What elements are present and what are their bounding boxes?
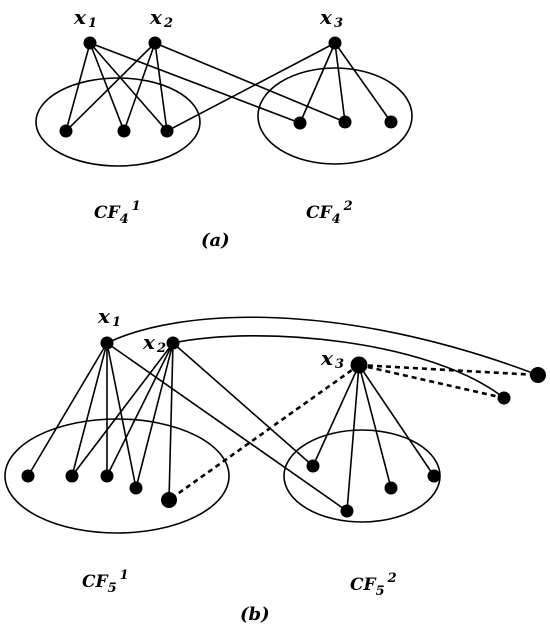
node-b-l3 <box>100 469 114 483</box>
edge-a-x1-l2 <box>89 42 125 132</box>
node-a-x3 <box>328 36 342 50</box>
edge-b-x2-l2 <box>71 342 174 477</box>
node-b-x2 <box>166 336 180 350</box>
node-a-r3 <box>384 115 398 129</box>
edge-a-x1-r1 <box>89 42 301 124</box>
dashed-edge-b-x3-far1 <box>358 363 539 377</box>
node-b-x1 <box>100 336 114 350</box>
edge-b-x3-r3 <box>358 364 392 489</box>
cluster-label-b-right: CF52 <box>350 571 397 599</box>
cluster-a-right <box>257 67 413 165</box>
node-a-r2 <box>338 115 352 129</box>
edge-b-x3-r4 <box>358 364 435 477</box>
edge-a-x2-r2 <box>154 42 346 123</box>
node-b-r4 <box>427 469 441 483</box>
node-b-l2 <box>65 469 79 483</box>
cluster-label-b-left: CF51 <box>82 568 129 596</box>
edge-b-x1-r2 <box>106 342 348 512</box>
cluster-b-right <box>283 429 441 523</box>
node-b-r1 <box>306 459 320 473</box>
node-a-x2 <box>148 36 162 50</box>
edge-b-x2-l5 <box>168 342 174 501</box>
edge-b-x1-l1 <box>27 342 108 477</box>
cluster-b-left <box>4 418 230 534</box>
node-b-far1 <box>530 367 546 383</box>
edge-b-x1-l4 <box>106 342 137 489</box>
node-b-r3 <box>384 481 398 495</box>
edge-a-x2-l3 <box>154 42 168 132</box>
edge-b-x3-r2 <box>346 364 360 512</box>
edge-a-x1-l3 <box>89 42 168 132</box>
node-b-l4 <box>129 481 143 495</box>
edge-b-x2-l3 <box>106 342 174 477</box>
node-a-l1 <box>59 124 73 138</box>
cluster-label-a-left: CF41 <box>94 199 141 227</box>
edge-b-x1-l2 <box>71 342 108 477</box>
edge-a-x3-l3 <box>166 42 336 132</box>
dashed-edge-b-x3-l5 <box>168 363 360 502</box>
caption-b: (b) <box>240 604 270 625</box>
caption-a: (a) <box>201 230 230 251</box>
edge-b-x3-r1 <box>312 364 360 467</box>
node-a-l2 <box>117 124 131 138</box>
dashed-edge-b-x3-far2 <box>358 363 505 400</box>
cluster-a-left <box>35 77 201 167</box>
cluster-label-a-right: CF42 <box>306 199 353 227</box>
edge-a-x2-l1 <box>65 42 156 132</box>
edge-b-x2-l4 <box>135 342 174 489</box>
node-a-x1 <box>83 36 97 50</box>
node-a-l3 <box>160 124 174 138</box>
edge-a-x3-r3 <box>334 42 392 123</box>
node-a-r1 <box>293 116 307 130</box>
node-b-r2 <box>340 504 354 518</box>
edge-a-x1-l1 <box>65 42 91 132</box>
node-b-far2 <box>497 391 511 405</box>
edge-a-x3-r2 <box>334 42 346 123</box>
edge-a-x2-l2 <box>123 42 156 132</box>
edge-b-x2-far2 <box>172 335 505 399</box>
node-b-l5 <box>161 492 177 508</box>
edge-b-x1-far1 <box>106 316 539 376</box>
node-b-l1 <box>21 469 35 483</box>
edge-a-x3-r1 <box>299 42 336 124</box>
edge-b-x2-r1 <box>172 342 314 467</box>
node-b-x3 <box>350 356 368 374</box>
